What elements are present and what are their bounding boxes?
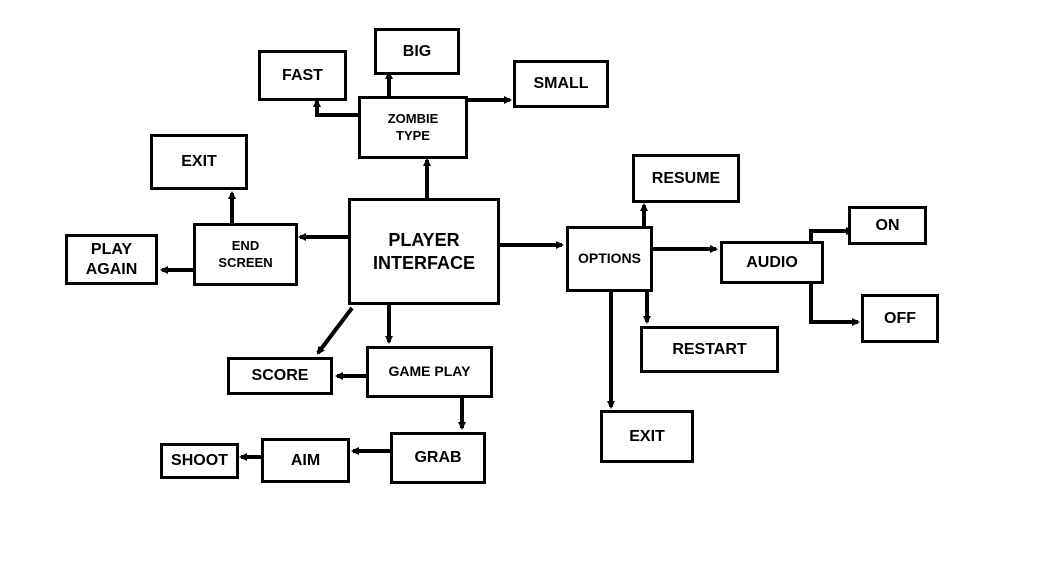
resume-box: RESUME <box>632 154 740 203</box>
end-screen-box: END SCREEN <box>193 223 298 286</box>
play-again-box: PLAY AGAIN <box>65 234 158 285</box>
big-box: BIG <box>374 28 460 75</box>
arrow-audio-to-on <box>809 227 854 243</box>
zombie-type-box: ZOMBIE TYPE <box>358 96 468 159</box>
exit-box-options: EXIT <box>600 410 694 463</box>
options-box: OPTIONS <box>566 226 653 292</box>
aim-box: AIM <box>261 438 350 483</box>
off-box: OFF <box>861 294 939 343</box>
audio-box: AUDIO <box>720 241 824 284</box>
restart-box: RESTART <box>640 326 779 373</box>
arrow-audio-to-off <box>809 281 860 326</box>
exit-box-end-screen: EXIT <box>150 134 248 190</box>
small-box: SMALL <box>513 60 609 108</box>
on-box: ON <box>848 206 927 245</box>
shoot-box: SHOOT <box>160 443 239 479</box>
arrow-zombie-to-fast <box>313 99 359 117</box>
grab-box: GRAB <box>390 432 486 484</box>
score-box: SCORE <box>227 357 333 395</box>
fast-box: FAST <box>258 50 347 101</box>
player-interface-box: PLAYER INTERFACE <box>348 198 500 305</box>
game-play-box: GAME PLAY <box>366 346 493 398</box>
arrow-player-to-score <box>316 306 354 355</box>
